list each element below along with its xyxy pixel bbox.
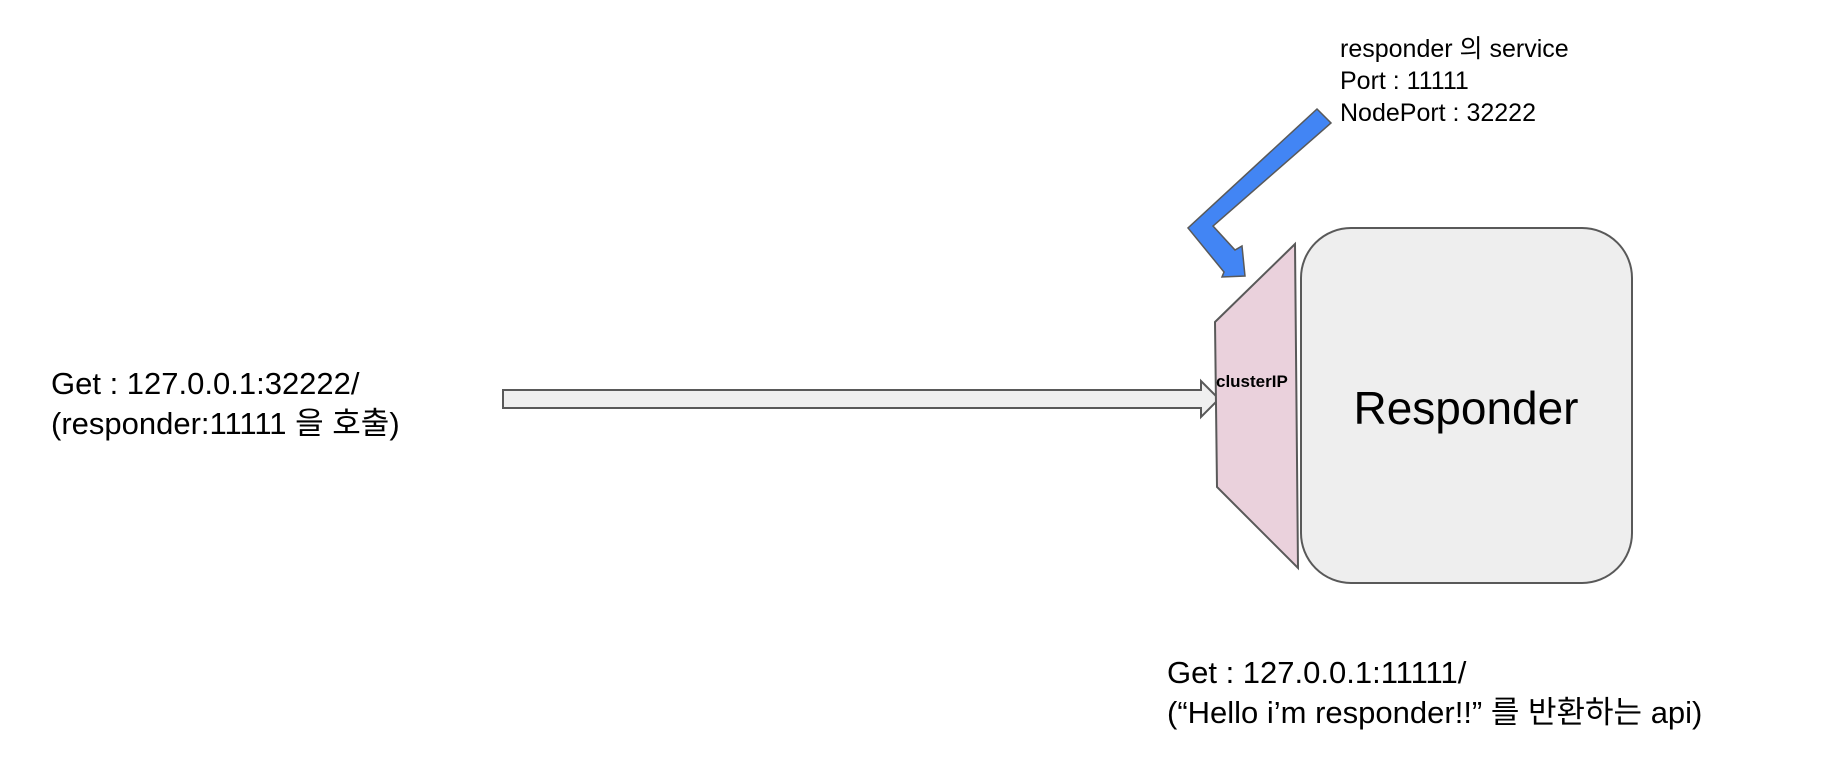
cluster-ip-shape bbox=[1213, 241, 1300, 571]
client-request-line-1: Get : 127.0.0.1:32222/ bbox=[51, 366, 360, 401]
service-note-line-1: responder 의 service bbox=[1340, 35, 1569, 63]
request-flow-arrow bbox=[502, 378, 1221, 420]
client-request-line-2: (responder:11111 을 호출) bbox=[51, 405, 400, 441]
service-note-line-2: Port : 11111 bbox=[1340, 67, 1469, 95]
client-request-label: Get : 127.0.0.1:32222/ (responder:11111 … bbox=[51, 364, 400, 443]
cluster-ip-label: clusterIP bbox=[1216, 372, 1288, 391]
responder-box bbox=[1300, 227, 1633, 584]
service-pointer-arrow bbox=[1186, 107, 1333, 278]
responder-label: Responder bbox=[1353, 382, 1578, 434]
api-note-line-1: Get : 127.0.0.1:11111/ bbox=[1167, 655, 1467, 690]
service-note: responder 의 service Port : 11111 NodePor… bbox=[1340, 33, 1569, 129]
api-note: Get : 127.0.0.1:11111/ (“Hello i’m respo… bbox=[1167, 653, 1702, 732]
service-note-line-3: NodePort : 32222 bbox=[1340, 99, 1536, 127]
api-note-line-2: (“Hello i’m responder!!” 를 반환하는 api) bbox=[1167, 694, 1703, 730]
